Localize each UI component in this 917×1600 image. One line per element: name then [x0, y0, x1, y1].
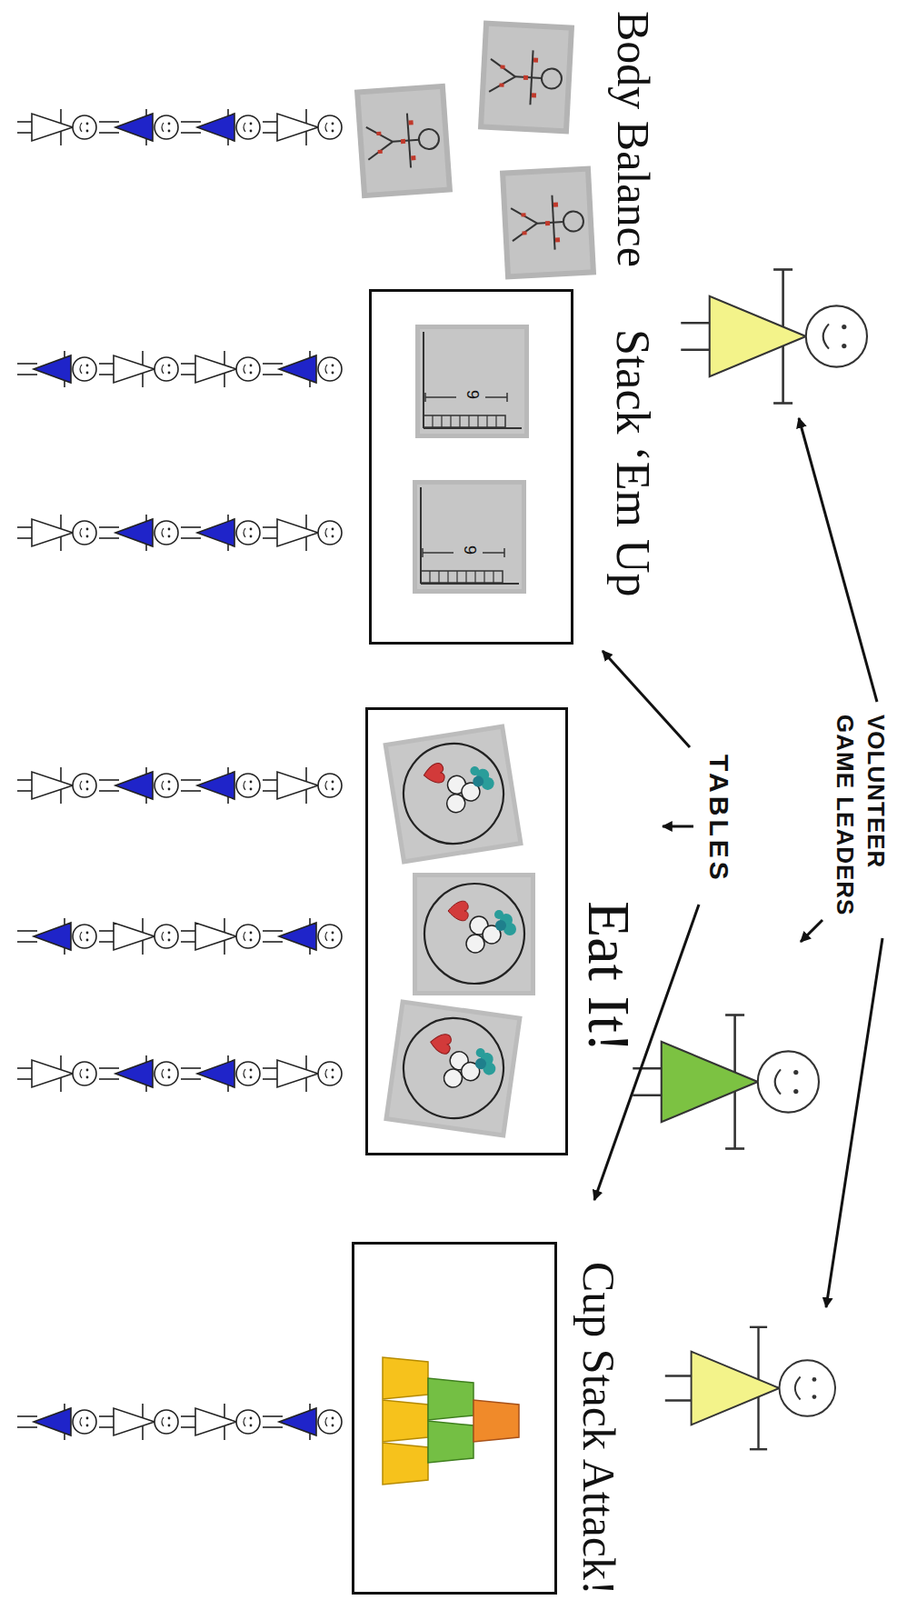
station-title: Stack ‘Em Up — [605, 328, 660, 598]
group-label: TABLES — [702, 754, 736, 884]
scale-mark: 9 — [463, 389, 482, 399]
station-title: Cup Stack Attack! — [572, 1261, 626, 1595]
station-table: Eat It! — [365, 707, 569, 1156]
station-title: Body Balance — [607, 10, 660, 268]
station-table: Stack ‘Em Up — [368, 289, 574, 645]
station-title: Eat It! — [576, 900, 642, 1053]
group-label: VOLUNTEER GAME LEADERS — [829, 714, 892, 926]
scale-mark: 9 — [460, 545, 479, 555]
station-table: Cup Stack Attack! — [351, 1241, 558, 1595]
